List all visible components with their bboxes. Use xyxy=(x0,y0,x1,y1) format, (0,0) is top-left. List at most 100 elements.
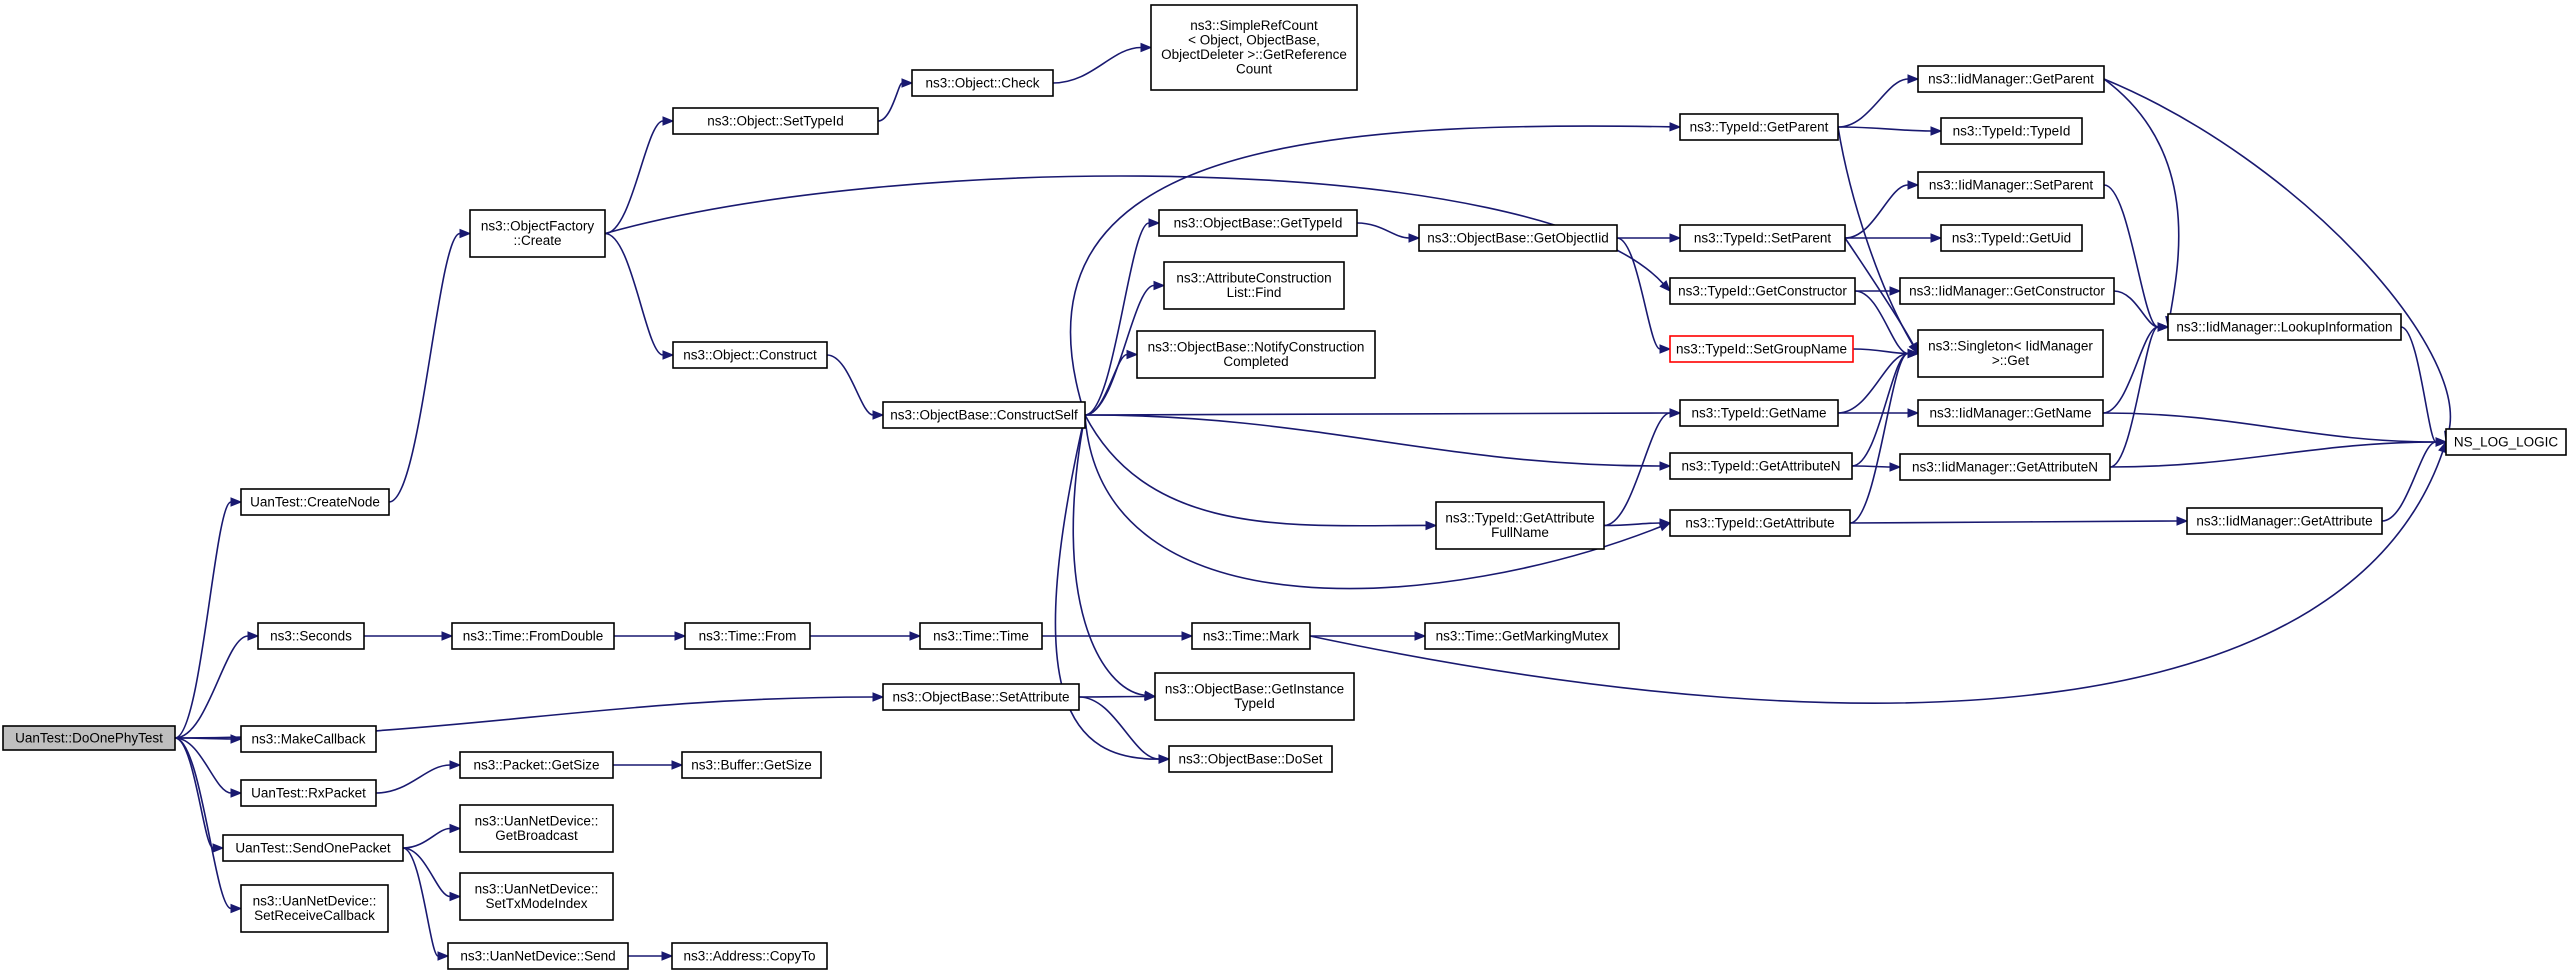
function-node-timetime[interactable]: ns3::Time::Time xyxy=(919,622,1043,650)
node-label: ns3::IidManager::GetConstructor xyxy=(1909,283,2105,298)
call-edge-timemark-to-markmutex xyxy=(1310,631,1427,641)
function-node-setgroupname[interactable]: ns3::TypeId::SetGroupName xyxy=(1669,335,1854,363)
edge-line xyxy=(2381,441,2437,522)
node-box xyxy=(2,725,176,751)
edge-line xyxy=(174,737,232,910)
function-node-constructself[interactable]: ns3::ObjectBase::ConstructSelf xyxy=(882,401,1086,429)
arrow-head-icon xyxy=(1181,631,1194,641)
node-box xyxy=(2167,313,2402,341)
function-node-tidgetparent[interactable]: ns3::TypeId::GetParent xyxy=(1679,113,1839,141)
function-node-iidgetctor[interactable]: ns3::IidManager::GetConstructor xyxy=(1899,277,2115,305)
edge-line xyxy=(2113,290,2159,328)
function-node-iidgetname[interactable]: ns3::IidManager::GetName xyxy=(1917,399,2104,427)
node-box xyxy=(1679,399,1839,427)
arrow-head-icon xyxy=(1907,180,1920,190)
node-label: ns3::ObjectBase::GetInstance xyxy=(1165,682,1344,697)
call-edge-root-to-seconds xyxy=(174,631,260,739)
node-label: ns3::Object::Check xyxy=(925,75,1039,90)
function-node-getobjiid[interactable]: ns3::ObjectBase::GetObjectIid xyxy=(1418,224,1618,252)
function-node-objfactory[interactable]: ns3::ObjectFactory::Create xyxy=(469,209,606,258)
function-node-pktgetsize[interactable]: ns3::Packet::GetSize xyxy=(459,751,614,779)
function-node-tidgetattr[interactable]: ns3::TypeId::GetAttribute xyxy=(1669,509,1851,537)
function-node-markmutex[interactable]: ns3::Time::GetMarkingMutex xyxy=(1424,622,1620,650)
function-node-sendone[interactable]: UanTest::SendOnePacket xyxy=(222,834,404,862)
node-box xyxy=(882,401,1086,429)
function-node-gettypeid[interactable]: ns3::ObjectBase::GetTypeId xyxy=(1158,209,1358,237)
function-node-tidgetuid[interactable]: ns3::TypeId::GetUid xyxy=(1940,224,2083,252)
function-node-setattr[interactable]: ns3::ObjectBase::SetAttribute xyxy=(882,683,1080,711)
arrow-head-icon xyxy=(2176,516,2189,526)
function-node-settxmode[interactable]: ns3::UanNetDevice::SetTxModeIndex xyxy=(459,872,614,921)
node-label: ns3::Time::FromDouble xyxy=(463,628,604,643)
arrow-head-icon xyxy=(661,951,674,961)
node-box xyxy=(1940,224,2083,252)
function-node-tidgetname[interactable]: ns3::TypeId::GetName xyxy=(1679,399,1839,427)
function-node-tidgetctor[interactable]: ns3::TypeId::GetConstructor xyxy=(1669,277,1856,305)
function-node-makecb[interactable]: ns3::MakeCallback xyxy=(240,725,377,753)
function-node-copyto[interactable]: ns3::Address::CopyTo xyxy=(671,942,828,970)
node-box xyxy=(1669,452,1853,480)
node-label: ns3::ObjectBase::DoSet xyxy=(1178,751,1322,766)
node-box xyxy=(882,683,1080,711)
edge-line xyxy=(1849,520,2178,524)
function-node-lookup[interactable]: ns3::IidManager::LookupInformation xyxy=(2167,313,2402,341)
function-node-iidgetattr[interactable]: ns3::IidManager::GetAttribute xyxy=(2186,507,2383,535)
arrow-head-icon xyxy=(872,410,885,420)
call-edge-fromdouble-to-timefrom xyxy=(614,631,687,641)
function-node-tidsetparent[interactable]: ns3::TypeId::SetParent xyxy=(1679,224,1846,252)
function-node-doset[interactable]: ns3::ObjectBase::DoSet xyxy=(1168,745,1333,773)
call-edge-settypeid-to-objcheck xyxy=(877,78,914,122)
function-node-uansend[interactable]: ns3::UanNetDevice::Send xyxy=(447,942,629,970)
function-node-rxpacket[interactable]: UanTest::RxPacket xyxy=(240,779,377,807)
edge-line xyxy=(2109,441,2437,468)
node-box xyxy=(1917,329,2104,378)
arrow-head-icon xyxy=(662,350,675,360)
function-node-seconds[interactable]: ns3::Seconds xyxy=(257,622,365,650)
node-box xyxy=(1424,622,1620,650)
function-node-tidgetattrn[interactable]: ns3::TypeId::GetAttributeN xyxy=(1669,452,1853,480)
edge-line xyxy=(2103,184,2159,328)
call-edge-constructself-to-gettypeid xyxy=(1084,218,1161,416)
node-box xyxy=(1435,501,1605,550)
function-node-objcheck[interactable]: ns3::Object::Check xyxy=(911,69,1054,97)
function-node-nslog[interactable]: NS_LOG_LOGIC xyxy=(2445,428,2567,456)
node-label: ns3::ObjectBase::ConstructSelf xyxy=(890,407,1078,422)
function-node-notifyconst[interactable]: ns3::ObjectBase::NotifyConstructionCompl… xyxy=(1136,330,1376,379)
function-node-simpleref[interactable]: ns3::SimpleRefCount< Object, ObjectBase,… xyxy=(1150,4,1358,91)
function-node-timefrom[interactable]: ns3::Time::From xyxy=(684,622,811,650)
function-node-fromdouble[interactable]: ns3::Time::FromDouble xyxy=(451,622,615,650)
call-edge-root-to-rxpacket xyxy=(174,737,243,798)
node-label: UanTest::CreateNode xyxy=(250,494,380,509)
function-node-bufgetsize[interactable]: ns3::Buffer::GetSize xyxy=(681,751,822,779)
function-node-singleton[interactable]: ns3::Singleton< IidManager>::Get xyxy=(1917,329,2104,378)
node-box xyxy=(240,725,377,753)
node-label: ns3::IidManager::GetName xyxy=(1929,405,2091,420)
node-box xyxy=(1917,65,2105,93)
function-node-iidsetparent[interactable]: ns3::IidManager::SetParent xyxy=(1917,171,2105,199)
function-node-setrecv[interactable]: ns3::UanNetDevice::SetReceiveCallback xyxy=(240,884,389,933)
node-label: ns3::Seconds xyxy=(270,628,352,643)
edge-line xyxy=(1851,465,1891,468)
call-edge-tidgetparent-to-singleton xyxy=(1837,126,1919,355)
arrow-head-icon xyxy=(872,692,885,702)
edge-line xyxy=(1603,412,1671,527)
function-node-objconstruct[interactable]: ns3::Object::Construct xyxy=(672,341,828,369)
edge-line xyxy=(604,120,664,235)
function-node-iidgetparent[interactable]: ns3::IidManager::GetParent xyxy=(1917,65,2105,93)
node-label: ns3::IidManager::GetParent xyxy=(1928,71,2094,86)
function-node-root[interactable]: UanTest::DoOnePhyTest xyxy=(2,725,176,751)
edge-line xyxy=(1069,125,1671,416)
function-nodes: UanTest::DoOnePhyTest UanTest::CreateNode… xyxy=(2,4,2567,970)
edge-line xyxy=(2102,412,2437,443)
node-label: ns3::ObjectBase::SetAttribute xyxy=(892,689,1069,704)
function-node-tidtypeid[interactable]: ns3::TypeId::TypeId xyxy=(1940,117,2083,145)
function-node-getbroadcast[interactable]: ns3::UanNetDevice::GetBroadcast xyxy=(459,804,614,853)
function-node-timemark[interactable]: ns3::Time::Mark xyxy=(1191,622,1311,650)
function-node-iidgetattrn[interactable]: ns3::IidManager::GetAttributeN xyxy=(1899,453,2111,481)
function-node-settypeid[interactable]: ns3::Object::SetTypeId xyxy=(672,107,879,135)
edge-line xyxy=(1616,237,1661,350)
function-node-createnode[interactable]: UanTest::CreateNode xyxy=(240,488,390,516)
